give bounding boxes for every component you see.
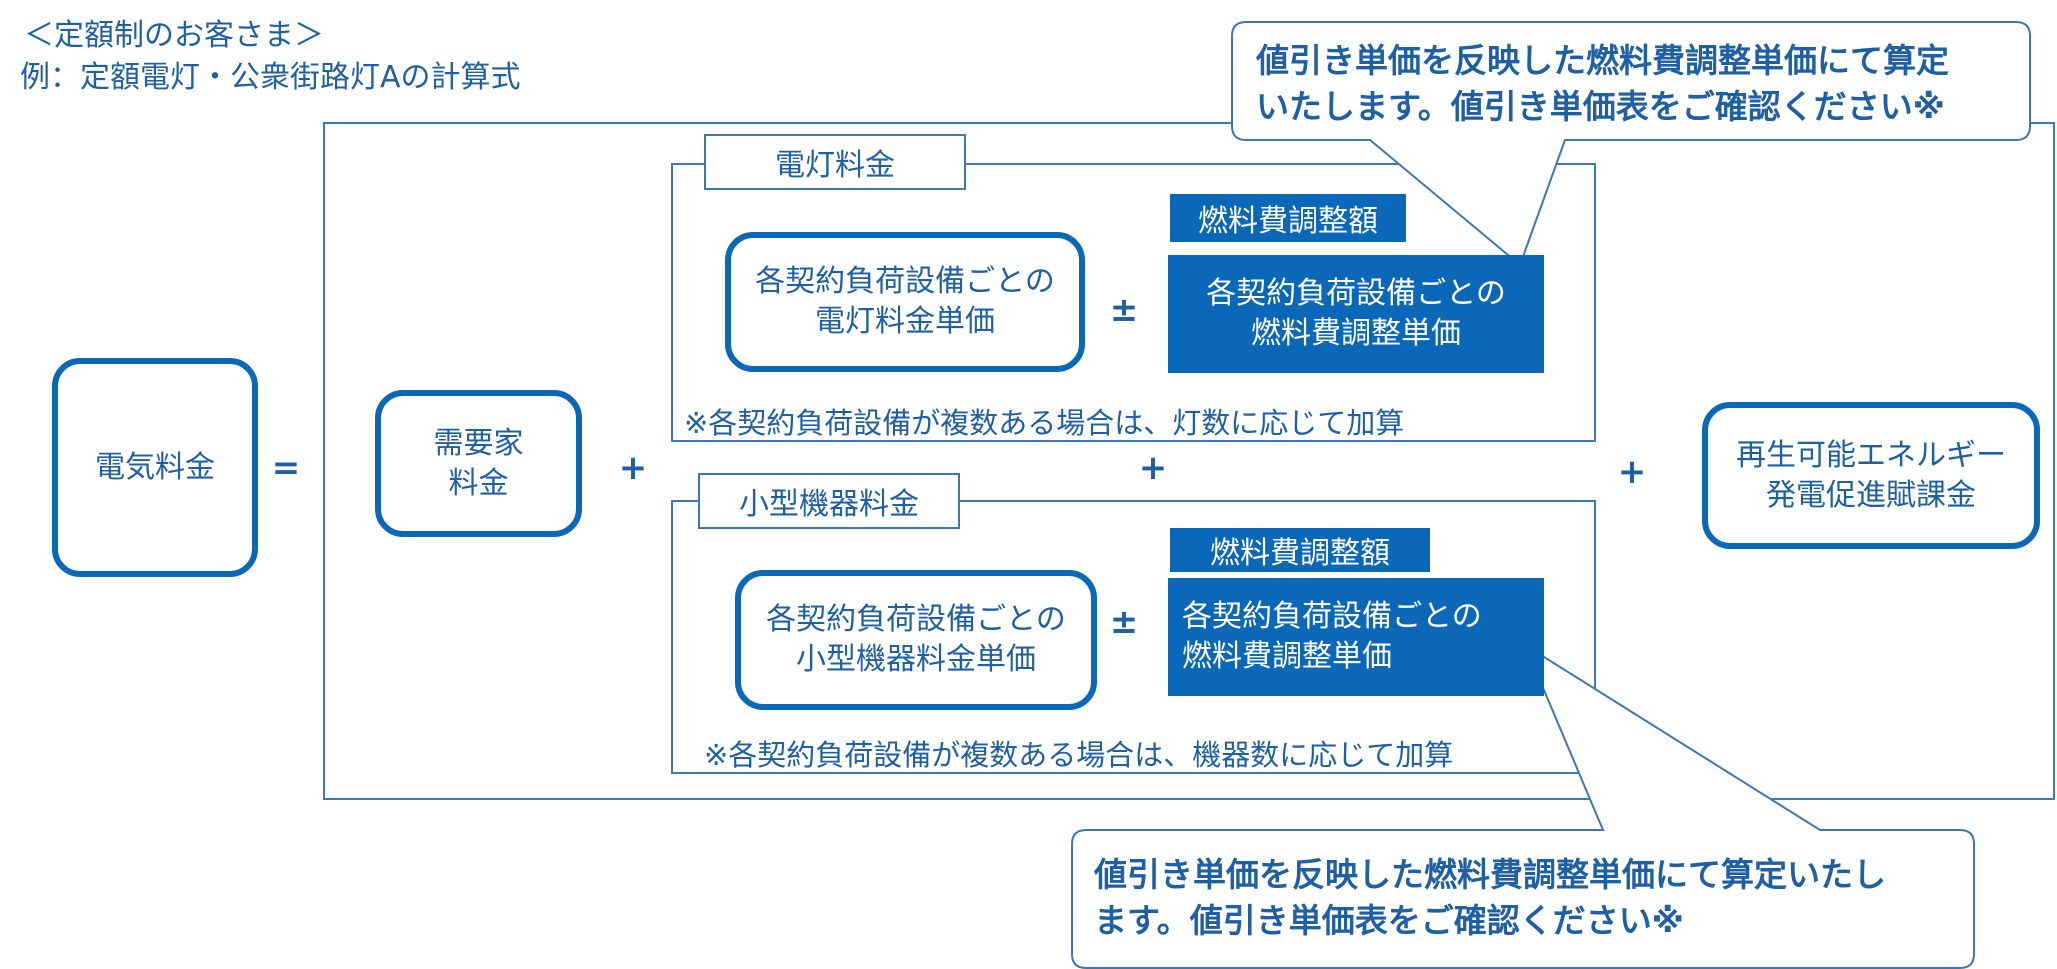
appliance-note: ※各契約負荷設備が複数ある場合は、機器数に応じて加算	[704, 738, 1454, 772]
callout-bottom-text: 値引き単価を反映した燃料費調整単価にて算定いたし ます。値引き単価表をご確認くだ…	[1094, 852, 1886, 944]
lighting-unit-box: 各契約負荷設備ごとの 電灯料金単価	[725, 232, 1085, 372]
lighting-note: ※各契約負荷設備が複数ある場合は、灯数に応じて加算	[684, 406, 1405, 440]
header-line-2: 例：定額電灯・公衆街路灯Aの計算式	[20, 60, 521, 95]
plus-sign-1: +	[618, 448, 648, 488]
customer-fee-label-1: 需要家	[433, 425, 524, 461]
customer-fee-box: 需要家 料金	[375, 390, 582, 537]
lighting-fuel-text-2: 燃料費調整単価	[1251, 316, 1461, 351]
electricity-fee-label: 電気料金	[95, 449, 215, 485]
appliance-tab: 小型機器料金	[698, 473, 960, 529]
lighting-unit-label-2: 電灯料金単価	[815, 304, 995, 339]
renewable-levy-label-2: 発電促進賦課金	[1766, 477, 1976, 513]
plusminus-sign-1: ±	[1109, 290, 1139, 330]
lighting-fuel-label: 燃料費調整額	[1170, 194, 1406, 242]
renewable-levy-label-1: 再生可能エネルギー	[1736, 437, 2006, 473]
appliance-unit-box: 各契約負荷設備ごとの 小型機器料金単価	[735, 570, 1097, 710]
lighting-fuel-text-1: 各契約負荷設備ごとの	[1206, 276, 1506, 311]
callout-top-line-1: 値引き単価を反映した燃料費調整単価にて算定	[1256, 41, 1949, 80]
formula-frame	[323, 122, 2055, 800]
lighting-unit-label-1: 各契約負荷設備ごとの	[755, 264, 1055, 299]
equals-sign: =	[271, 448, 301, 488]
appliance-fuel-box: 各契約負荷設備ごとの 燃料費調整単価	[1168, 578, 1544, 696]
appliance-unit-label-2: 小型機器料金単価	[796, 642, 1036, 677]
appliance-fuel-label: 燃料費調整額	[1170, 528, 1430, 572]
appliance-unit-label-1: 各契約負荷設備ごとの	[766, 602, 1066, 637]
lighting-tab: 電灯料金	[704, 134, 966, 190]
appliance-fuel-text-2: 燃料費調整単価	[1182, 639, 1392, 674]
callout-top-text: 値引き単価を反映した燃料費調整単価にて算定 いたします。値引き単価表をご確認くだ…	[1256, 38, 1949, 130]
header-line-1: ＜定額制のお客さま＞	[24, 18, 324, 53]
electricity-fee-box: 電気料金	[52, 358, 258, 577]
callout-bottom-shape	[1071, 642, 1975, 969]
plusminus-sign-2: ±	[1109, 602, 1139, 642]
customer-fee-label-2: 料金	[448, 465, 509, 501]
renewable-levy-box: 再生可能エネルギー 発電促進賦課金	[1702, 402, 2040, 549]
appliance-fuel-text-1: 各契約負荷設備ごとの	[1182, 599, 1482, 634]
appliance-frame	[671, 500, 1596, 774]
lighting-fuel-box: 各契約負荷設備ごとの 燃料費調整単価	[1168, 255, 1544, 373]
lighting-frame	[671, 163, 1596, 442]
callout-bottom-line-2: ます。値引き単価表をご確認ください※	[1094, 901, 1684, 940]
plus-sign-2: +	[1138, 448, 1168, 488]
plus-sign-3: +	[1617, 452, 1647, 492]
callout-bottom-line-1: 値引き単価を反映した燃料費調整単価にて算定いたし	[1094, 855, 1886, 894]
callout-top-line-2: いたします。値引き単価表をご確認ください※	[1256, 87, 1945, 126]
